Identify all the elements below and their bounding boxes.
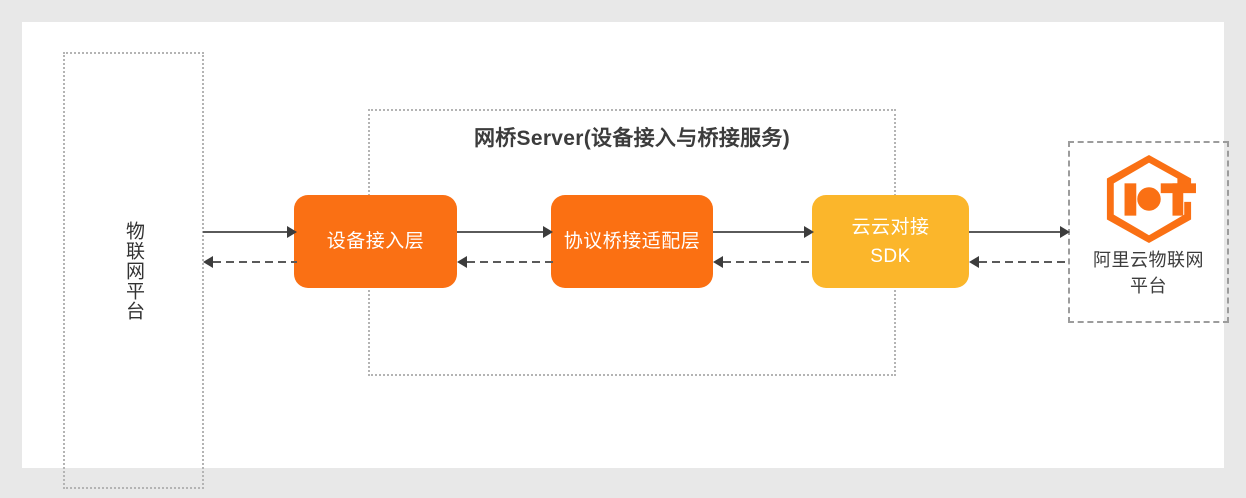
node-cloud-sdk[interactable]: 云云对接 SDK — [812, 195, 969, 288]
connector-device-access-to-platform — [203, 250, 297, 274]
left-platform-container — [63, 52, 204, 489]
aliyun-iot-label-line2: 平台 — [1130, 276, 1167, 296]
node-protocol-adapter[interactable]: 协议桥接适配层 — [551, 195, 713, 288]
left-platform-label: 物联网平台 — [123, 220, 144, 321]
aliyun-iot-content: 阿里云物联网 平台 — [1068, 141, 1229, 323]
node-device-access[interactable]: 设备接入层 — [294, 195, 457, 288]
node-cloud-sdk-label-line1: 云云对接 — [851, 216, 930, 238]
connector-cloud-sdk-to-aliyun-iot — [969, 220, 1070, 244]
connector-cloud-sdk-to-protocol-adapter — [713, 250, 814, 274]
connector-protocol-adapter-to-cloud-sdk — [713, 220, 814, 244]
node-device-access-label: 设备接入层 — [326, 231, 425, 252]
bridge-server-title: 网桥Server(设备接入与桥接服务) — [473, 127, 791, 150]
aliyun-iot-label-line1: 阿里云物联网 — [1093, 250, 1204, 270]
node-cloud-sdk-label: 云云对接 SDK — [851, 213, 929, 271]
node-cloud-sdk-label-line2: SDK — [870, 245, 911, 267]
node-protocol-adapter-label: 协议桥接适配层 — [563, 231, 701, 252]
connector-device-access-to-protocol-adapter — [457, 220, 553, 244]
diagram-canvas: 物联网平台 网桥Server(设备接入与桥接服务) — [22, 22, 1229, 489]
aliyun-iot-label: 阿里云物联网 平台 — [1074, 247, 1224, 299]
iot-hexagon-logo-icon — [1100, 153, 1198, 245]
connector-aliyun-iot-to-cloud-sdk — [969, 250, 1070, 274]
connector-platform-to-device-access — [203, 220, 297, 244]
connector-protocol-adapter-to-device-access — [457, 250, 553, 274]
